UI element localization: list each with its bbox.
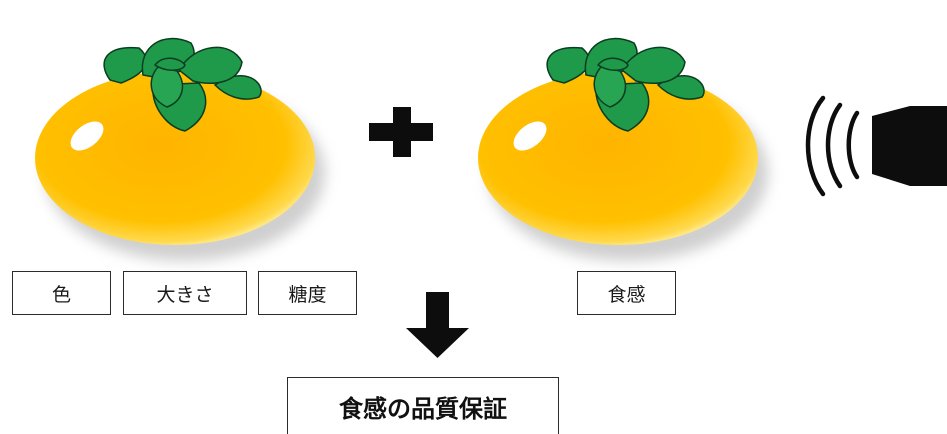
persimmon-icon-right bbox=[478, 39, 768, 261]
speaker-icon bbox=[872, 106, 947, 186]
plus-icon bbox=[369, 107, 433, 157]
sugar-label: 糖度 bbox=[258, 271, 357, 315]
color-label: 色 bbox=[12, 271, 111, 315]
texture-label: 食感 bbox=[577, 271, 676, 315]
sound-waves-icon bbox=[805, 95, 860, 197]
result-label: 食感の品質保証 bbox=[287, 377, 559, 434]
persimmon-icon-left bbox=[35, 39, 325, 261]
size-label: 大きさ bbox=[123, 271, 247, 315]
down-arrow-icon bbox=[406, 292, 469, 358]
